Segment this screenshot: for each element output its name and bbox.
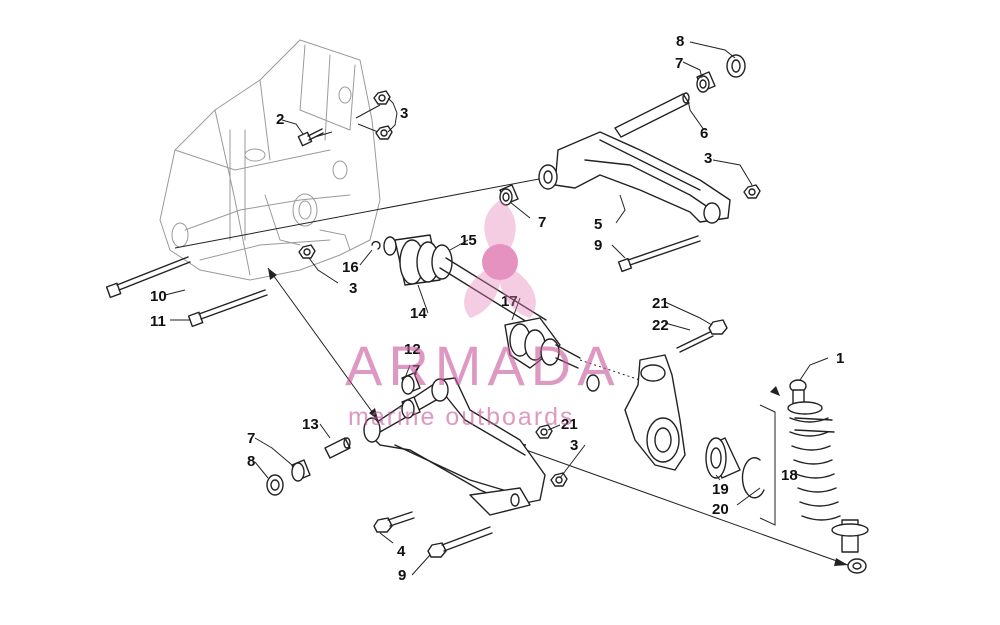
callout-6: 6 xyxy=(700,125,708,142)
callout-21-lower: 21 xyxy=(561,416,578,433)
pivot-shaft-13 xyxy=(324,437,351,459)
bolt-4 xyxy=(373,511,415,533)
callout-16: 16 xyxy=(342,259,359,276)
upper-a-arm-5 xyxy=(538,131,731,224)
callout-5: 5 xyxy=(594,216,602,233)
callout-3-frame-lower: 3 xyxy=(349,280,357,297)
nut-3-upper-arm xyxy=(743,184,761,199)
callout-3-frame: 3 xyxy=(400,105,408,122)
seal-8-lower xyxy=(266,474,284,496)
armada-logo-icon xyxy=(464,200,536,318)
bolt-9-upper xyxy=(617,235,701,273)
callout-11: 11 xyxy=(150,313,166,330)
bushing-7-upper-arm xyxy=(499,184,519,206)
callout-8-lower: 8 xyxy=(247,453,255,470)
lower-a-arm xyxy=(363,377,546,516)
callout-leaders xyxy=(164,41,829,576)
callout-18: 18 xyxy=(781,467,798,484)
callout-7-lower-left: 7 xyxy=(247,430,255,447)
callout-17: 17 xyxy=(501,293,518,310)
callout-labels: 1 2 3 3 3 3 4 5 6 7 7 7 7 8 8 9 9 10 11 … xyxy=(150,33,844,584)
nut-3-lower-arm xyxy=(550,472,568,487)
callout-14: 14 xyxy=(410,305,427,322)
callout-4: 4 xyxy=(397,543,406,560)
snap-ring-20 xyxy=(741,457,765,499)
bolt-10 xyxy=(105,256,191,299)
bracket-18 xyxy=(759,404,776,526)
watermark-brand: ARMADA xyxy=(345,334,621,397)
frame-outline xyxy=(159,39,381,281)
callout-9-upper: 9 xyxy=(594,237,602,254)
callout-19: 19 xyxy=(712,481,729,498)
pivot-shaft-6 xyxy=(614,92,690,138)
bolt-11 xyxy=(187,289,268,328)
callout-9-lower: 9 xyxy=(398,567,406,584)
bushing-12 xyxy=(401,372,421,395)
bushing-7-lower-left xyxy=(291,459,311,482)
nut-3-bottom xyxy=(298,244,316,259)
callout-15: 15 xyxy=(460,232,477,249)
callout-13: 13 xyxy=(302,416,319,433)
bearing-19 xyxy=(705,437,741,479)
callout-22: 22 xyxy=(652,317,669,334)
callout-21-top: 21 xyxy=(652,295,669,312)
callout-7-upper-arm: 7 xyxy=(538,214,546,231)
bolt-2 xyxy=(297,128,324,147)
callout-2: 2 xyxy=(276,111,284,128)
callout-20: 20 xyxy=(712,501,729,518)
callout-12: 12 xyxy=(404,341,421,358)
callout-7-lower-arm: 7 xyxy=(412,362,420,379)
retaining-clip-16 xyxy=(371,240,381,250)
watermark: ARMADA marine outboards xyxy=(345,200,621,431)
callout-8-top: 8 xyxy=(676,33,684,50)
callout-3-upper-arm: 3 xyxy=(704,150,712,167)
drive-axle-14 xyxy=(383,234,641,381)
nut-21-lower xyxy=(535,424,553,439)
callout-3-lower-arm: 3 xyxy=(570,437,578,454)
bushing-7-lower-a xyxy=(401,396,421,419)
watermark-tagline: marine outboards xyxy=(348,403,575,431)
bushing-7-top xyxy=(696,71,716,93)
seal-8-top xyxy=(726,54,746,78)
alignment-lines xyxy=(174,104,849,566)
bolt-9-lower xyxy=(427,526,493,558)
bolt-21-top xyxy=(676,319,728,353)
steering-knuckle xyxy=(586,354,686,471)
callout-7-top: 7 xyxy=(675,55,683,72)
callout-10: 10 xyxy=(150,288,167,305)
nut-3-upper xyxy=(373,90,391,105)
callout-1: 1 xyxy=(836,350,844,367)
nut-3-lower xyxy=(375,125,393,140)
shock-absorber-1 xyxy=(770,379,869,574)
